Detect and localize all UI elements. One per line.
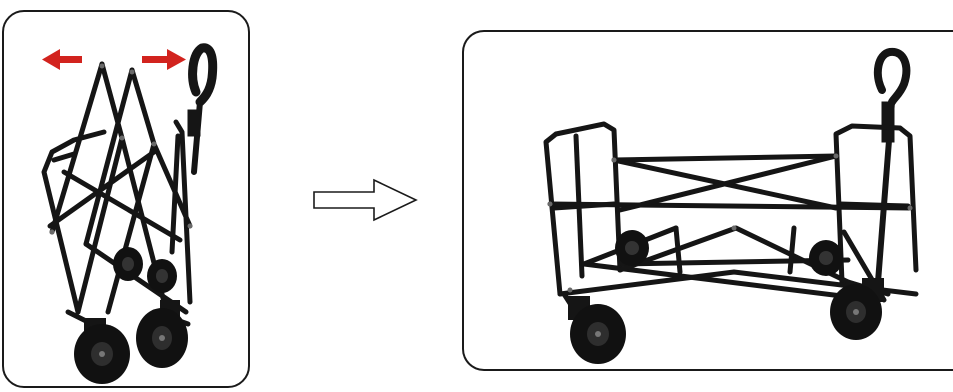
- expand-left-arrow: [42, 49, 82, 70]
- folded-wagon-panel: [2, 10, 250, 388]
- front-left-wheel: [568, 296, 626, 364]
- front-right-wheel: [830, 278, 884, 340]
- unfolded-wagon-panel: [462, 30, 953, 371]
- rear-right-wheel: [809, 240, 843, 276]
- transition-arrow-icon: [312, 178, 422, 222]
- folded-wagon-illustration: [4, 12, 250, 388]
- wagon-handle: [188, 48, 213, 172]
- front-large-wheel: [74, 318, 130, 384]
- rear-left-wheel: [615, 230, 649, 266]
- rear-small-wheel: [113, 247, 143, 281]
- wagon-handle: [878, 52, 906, 282]
- expand-right-arrow: [142, 49, 186, 70]
- rear-small-wheel-2: [147, 259, 177, 293]
- unfolded-wagon-illustration: [464, 32, 953, 371]
